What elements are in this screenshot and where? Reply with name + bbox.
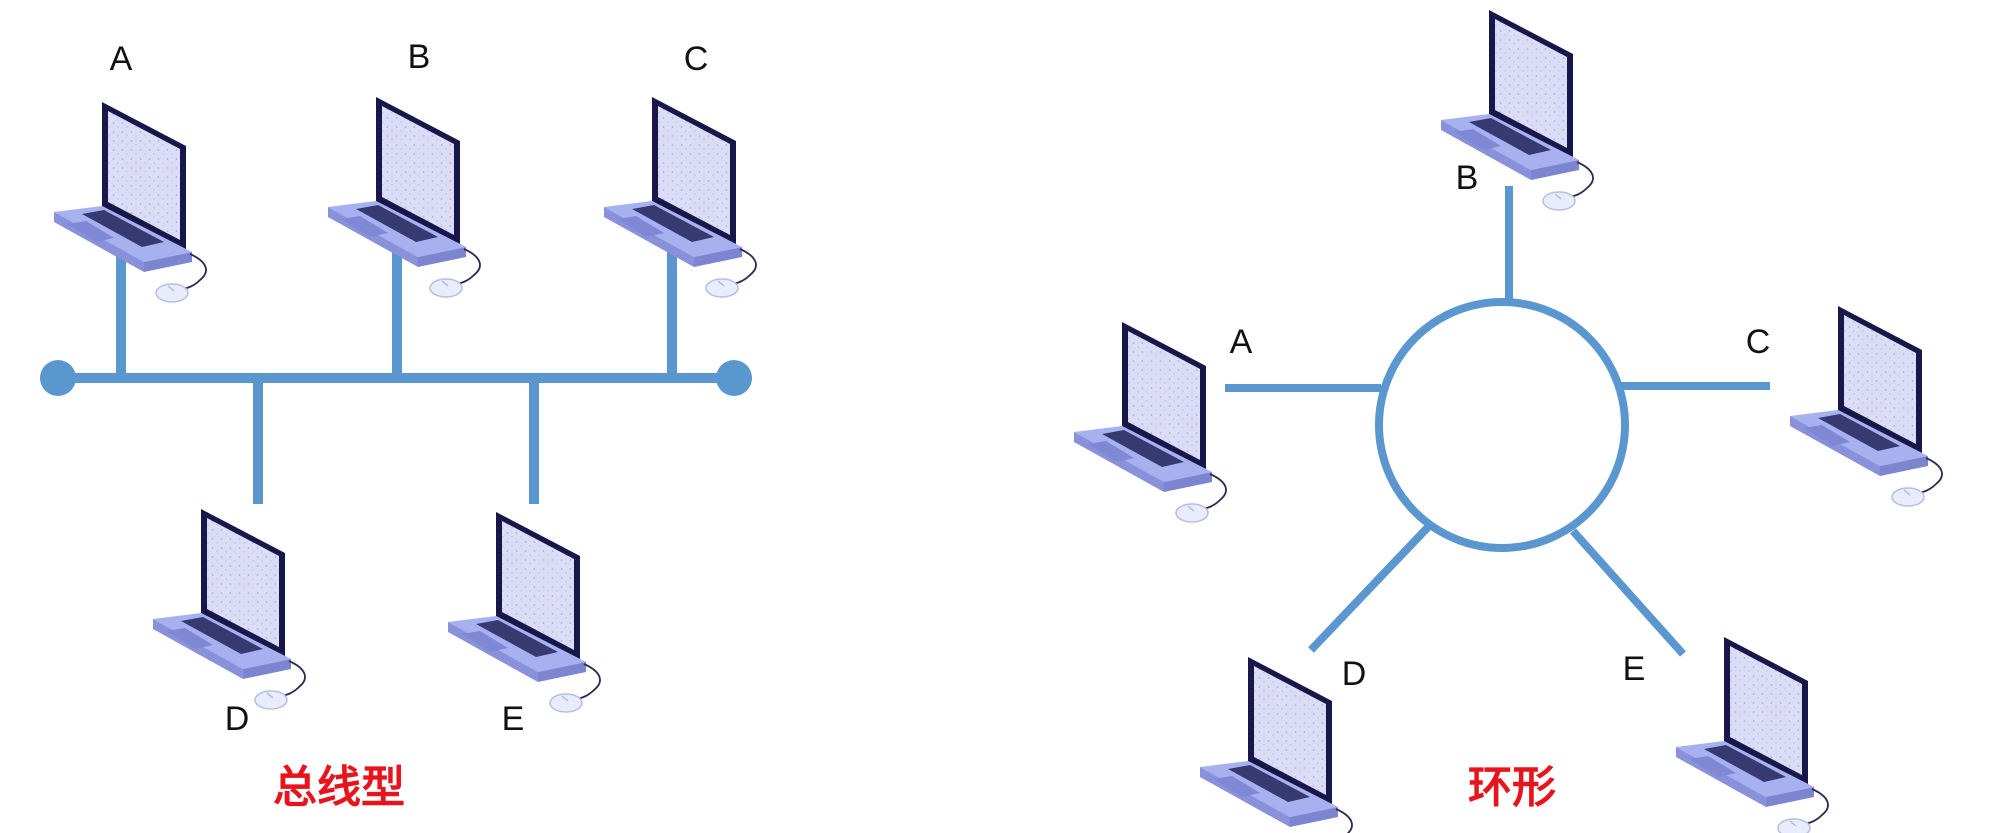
bus-label-d: D [225,700,250,738]
bus-links [58,248,734,504]
ring-caption: 环形 [1468,762,1556,813]
laptop-icon [1073,321,1227,523]
laptop-icon [447,511,601,713]
ring-label-d: D [1342,655,1367,693]
laptop-icon [152,508,306,710]
bus-caption: 总线型 [273,762,405,813]
bus-terminator-left [40,360,76,396]
laptop-icon [1199,656,1353,833]
bus-topology: A B C D E 总线型 [40,38,757,813]
ring-label-e: E [1623,650,1646,688]
ring-topology: B A C D E 环形 [1073,9,1943,833]
bus-label-c: C [684,40,709,78]
bus-label-a: A [110,40,133,78]
ring-link-d [1308,522,1433,653]
ring-link-e [1570,528,1686,657]
ring-label-a: A [1230,323,1253,361]
laptop-icon [53,101,207,303]
laptop-icon [1675,636,1829,833]
laptop-icon [1789,305,1943,507]
laptop-icon [603,96,757,298]
ring-links [1225,186,1770,657]
laptop-icon [327,96,481,298]
ring-label-c: C [1746,323,1771,361]
ring-label-b: B [1456,159,1479,197]
ring-circle [1375,298,1629,552]
bus-label-b: B [408,38,431,76]
bus-terminator-right [716,360,752,396]
bus-label-e: E [502,700,525,738]
